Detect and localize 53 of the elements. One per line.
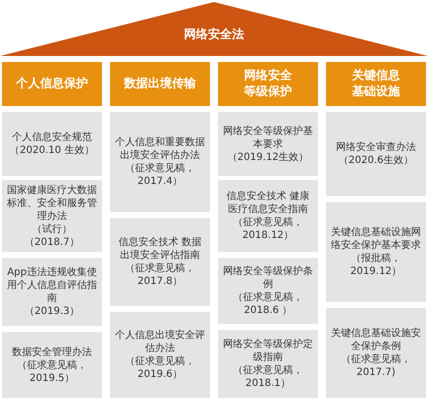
- category-header: [326, 62, 426, 106]
- regulation-card: [218, 330, 318, 398]
- heading-text: 数据出境传输: [124, 76, 196, 92]
- regulation-card: [218, 112, 318, 176]
- regulation-title: 网络安全等级保护条例: [222, 265, 314, 291]
- status-note: （2020.10 生效）: [10, 144, 94, 157]
- status-note: （征求意见稿，2017.4）: [124, 162, 196, 188]
- regulation-card: [326, 112, 426, 196]
- status-note: （试行）: [32, 222, 72, 236]
- regulation-card: [2, 332, 102, 398]
- regulation-title: 关键信息基础设施安全保护条例: [330, 327, 422, 353]
- status-note: （征求意见稿，2019.6）: [124, 355, 196, 381]
- regulation-title: 数据安全管理办法: [12, 346, 92, 358]
- heading-text: 网络安全法: [184, 26, 244, 43]
- status-note: （征求意见稿，2017.7): [340, 353, 412, 379]
- status-note: （2018.7）: [24, 236, 80, 248]
- regulation-card: [110, 218, 210, 306]
- status-note: （报批稿，2019.12）: [349, 252, 403, 278]
- regulation-card: [326, 308, 426, 398]
- status-note: （征求意见稿，2018.1）: [232, 364, 304, 390]
- category-header: [2, 62, 102, 106]
- category-header: [110, 62, 210, 106]
- regulation-card: [110, 312, 210, 398]
- status-note: （征求意见稿，2019.5）: [16, 358, 88, 384]
- regulation-card: [218, 180, 318, 252]
- regulation-title: 网络安全审查办法: [336, 141, 416, 154]
- regulation-title: 网络安全等级保护基本要求: [222, 124, 314, 150]
- status-note: （2020.6生效）: [338, 154, 414, 167]
- status-note: （征求意见稿，2018.12）: [232, 216, 304, 242]
- regulation-title: 信息安全技术 健康医疗信息安全指南: [225, 190, 311, 216]
- regulation-title: 个人信息安全规范: [12, 131, 92, 144]
- regulation-card: [2, 258, 102, 326]
- heading-text: 网络安全等级保护: [242, 68, 293, 100]
- category-header: [218, 62, 318, 106]
- heading-text: 个人信息保护: [16, 76, 88, 92]
- regulation-title: 关键信息基础设施网络安全保护基本要求: [330, 226, 422, 252]
- roof-banner: [0, 0, 428, 56]
- regulation-card: [2, 112, 102, 176]
- status-note: （2019.3）: [24, 305, 80, 318]
- status-note: （2019.12生效）: [227, 150, 309, 164]
- regulation-card: [110, 112, 210, 212]
- regulation-title: 个人信息出境安全评估办法: [114, 329, 206, 355]
- status-note: （征求意见稿，2017.8）: [124, 262, 196, 288]
- regulation-title: 网络安全等级保护定级指南: [222, 338, 314, 364]
- regulation-card: [218, 258, 318, 324]
- regulation-card: [326, 202, 426, 302]
- regulation-title: 个人信息和重要数据出境安全评估办法: [114, 136, 206, 162]
- regulation-title: 信息安全技术 数据出境安全评估指南: [117, 236, 203, 262]
- regulation-title: App违法违规收集使用个人信息自评估指南: [6, 266, 98, 305]
- regulation-card: [2, 180, 102, 252]
- status-note: （征求意见稿，2018.6 ）: [232, 291, 304, 317]
- regulation-title: 国家健康医疗大数据标准、安全和服务管理办法: [6, 184, 98, 222]
- heading-text: 关键信息基础设施: [350, 68, 401, 100]
